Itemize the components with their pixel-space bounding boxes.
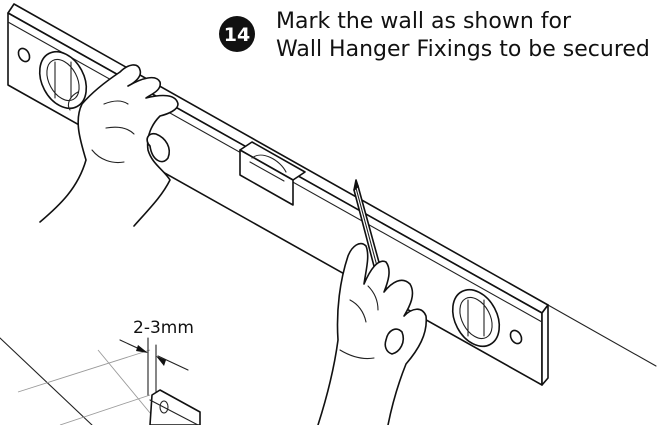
step-number-badge <box>219 16 255 52</box>
step-instruction-line-1: Mark the wall as shown for <box>276 9 572 34</box>
right-hand-with-pencil <box>317 179 428 425</box>
step-number: 14 <box>224 24 250 46</box>
wall-lines <box>0 304 657 425</box>
step-instruction-line-2: Wall Hanger Fixings to be secured <box>276 37 650 62</box>
step-header: 14 Mark the wall as shown for Wall Hange… <box>219 9 650 62</box>
right-vial-window <box>451 288 501 348</box>
dimension-label: 2-3mm <box>133 318 194 338</box>
wall-hanger <box>149 389 201 425</box>
top-vial <box>239 141 306 206</box>
right-end-hole <box>509 329 523 345</box>
dimension-callout: 2-3mm <box>119 318 194 396</box>
left-hand <box>39 64 179 227</box>
left-end-hole <box>17 47 31 63</box>
